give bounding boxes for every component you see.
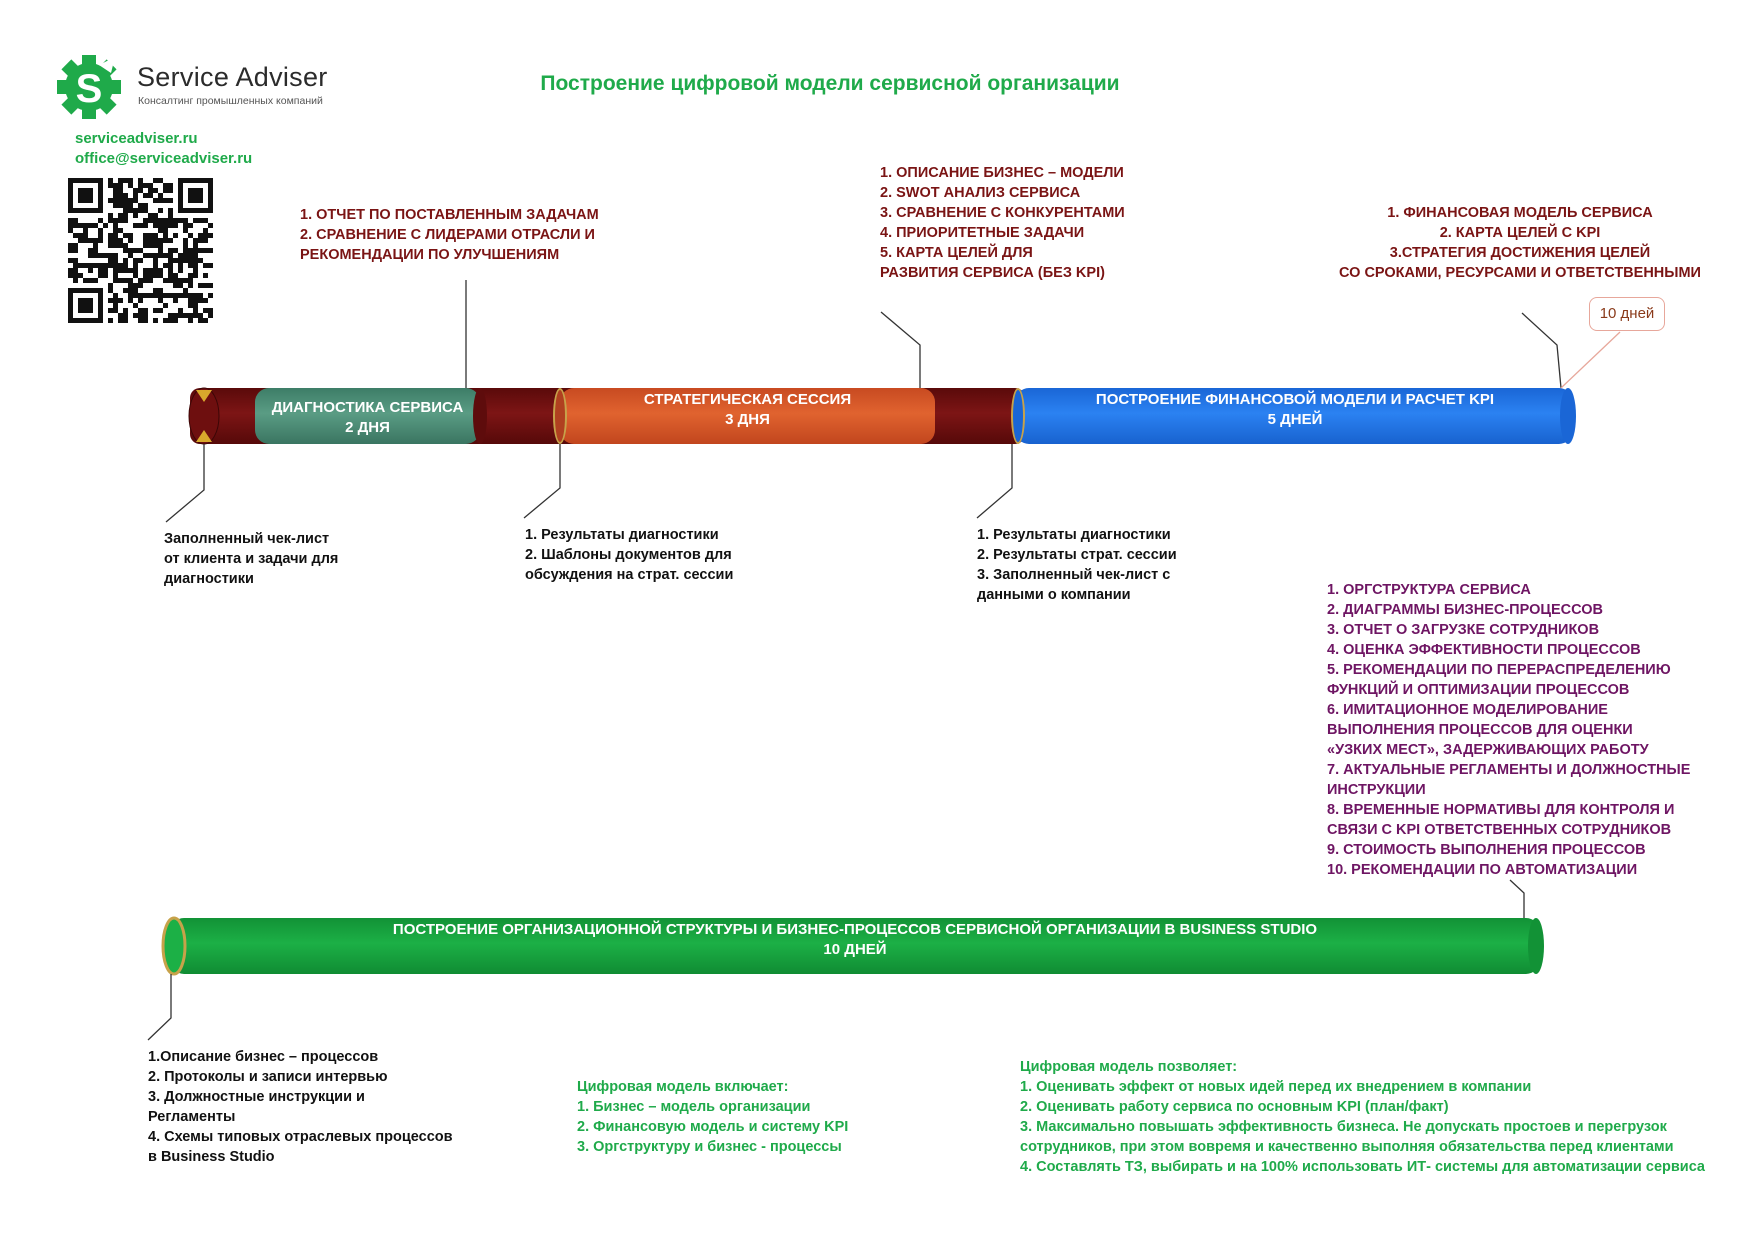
stage-strategic: СТРАТЕГИЧЕСКАЯ СЕССИЯ 3 ДНЯ	[560, 390, 935, 430]
input-finance: 1. Результаты диагностики 2. Результаты …	[977, 527, 1177, 603]
output-org: 1. ОРГСТРУКТУРА СЕРВИСА 2. ДИАГРАММЫ БИЗ…	[1327, 582, 1691, 878]
stage-finance-name: ПОСТРОЕНИЕ ФИНАНСОВОЙ МОДЕЛИ И РАСЧЕТ KP…	[1095, 391, 1495, 408]
pipe-joint	[1013, 390, 1023, 442]
logo-gear-icon: S	[57, 55, 121, 119]
input-org: 1.Описание бизнес – процессов 2. Протоко…	[148, 1049, 453, 1165]
logo-subtitle: Консалтинг промышленных компаний	[138, 95, 323, 107]
stage-finance-duration: 5 ДНЕЙ	[1267, 411, 1323, 428]
connector-line	[147, 974, 172, 1041]
qr-code-icon	[68, 178, 213, 323]
stage-strategic-duration: 3 ДНЯ	[725, 411, 770, 428]
stage-finance: ПОСТРОЕНИЕ ФИНАНСОВОЙ МОДЕЛИ И РАСЧЕТ KP…	[1020, 390, 1570, 430]
pipe-finance-segment	[1015, 388, 1573, 444]
stage-diagnostics: ДИАГНОСТИКА СЕРВИСА 2 ДНЯ	[255, 398, 480, 438]
allows-title: Цифровая модель позволяет:	[1020, 1059, 1238, 1075]
stage-org-duration: 10 ДНЕЙ	[823, 941, 887, 958]
pipe-start-marker	[196, 390, 212, 402]
duration-badge: 10 дней	[1589, 297, 1665, 331]
stage-strategic-name: СТРАТЕГИЧЕСКАЯ СЕССИЯ	[643, 391, 852, 408]
email-link[interactable]: office@serviceadviser.ru	[75, 150, 253, 167]
pipe-diagnostics-segment	[255, 388, 480, 444]
output-strategic: 1. ОПИСАНИЕ БИЗНЕС – МОДЕЛИ 2. SWOT АНАЛ…	[880, 165, 1125, 281]
input-strategic: 1. Результаты диагностики 2. Шаблоны док…	[525, 527, 734, 583]
connector-line	[880, 311, 921, 388]
output-diagnostics: 1. ОТЧЕТ ПО ПОСТАВЛЕННЫМ ЗАДАЧАМ 2. СРАВ…	[300, 207, 599, 263]
pipe-org-segment	[170, 918, 1540, 974]
page-title: Построение цифровой модели сервисной орг…	[540, 72, 1120, 95]
stage-diagnostics-duration: 2 ДНЯ	[345, 419, 390, 436]
stage-diagnostics-name: ДИАГНОСТИКА СЕРВИСА	[271, 399, 464, 416]
stage-org: ПОСТРОЕНИЕ ОРГАНИЗАЦИОННОЙ СТРУКТУРЫ И Б…	[180, 920, 1530, 960]
pipe-finance-end	[1560, 388, 1576, 444]
includes-title: Цифровая модель включает:	[577, 1079, 789, 1095]
pipe-joint	[555, 390, 565, 442]
website-link[interactable]: serviceadviser.ru	[75, 130, 198, 147]
logo-mark-letter: S	[76, 67, 103, 111]
connector-line	[165, 444, 205, 523]
output-finance: 1. ФИНАНСОВАЯ МОДЕЛЬ СЕРВИСА 2. КАРТА ЦЕ…	[1339, 205, 1701, 281]
allows-list: 1. Оценивать эффект от новых идей перед …	[1020, 1079, 1705, 1175]
pipe-joint	[473, 388, 487, 444]
includes-list: 1. Бизнес – модель организации 2. Финанс…	[577, 1099, 849, 1155]
allows-block: Цифровая модель позволяет: 1. Оценивать …	[1020, 1057, 1750, 1177]
logo-name: Service Adviser	[137, 62, 328, 92]
stage-org-name: ПОСТРОЕНИЕ ОРГАНИЗАЦИОННОЙ СТРУКТУРЫ И Б…	[392, 921, 1318, 938]
connector-line	[1521, 312, 1562, 389]
pipe-strategic-segment	[560, 388, 935, 444]
connector-line	[523, 444, 561, 519]
pipe-org-end	[1528, 918, 1544, 974]
input-diagnostics: Заполненный чек-лист от клиента и задачи…	[164, 531, 339, 587]
pipe-org-start	[161, 916, 187, 976]
includes-block: Цифровая модель включает: 1. Бизнес – мо…	[577, 1077, 917, 1157]
pipe-start-marker	[196, 430, 212, 442]
connector-line	[1560, 331, 1621, 389]
connector-line	[976, 444, 1013, 519]
connector-line	[1509, 879, 1525, 918]
